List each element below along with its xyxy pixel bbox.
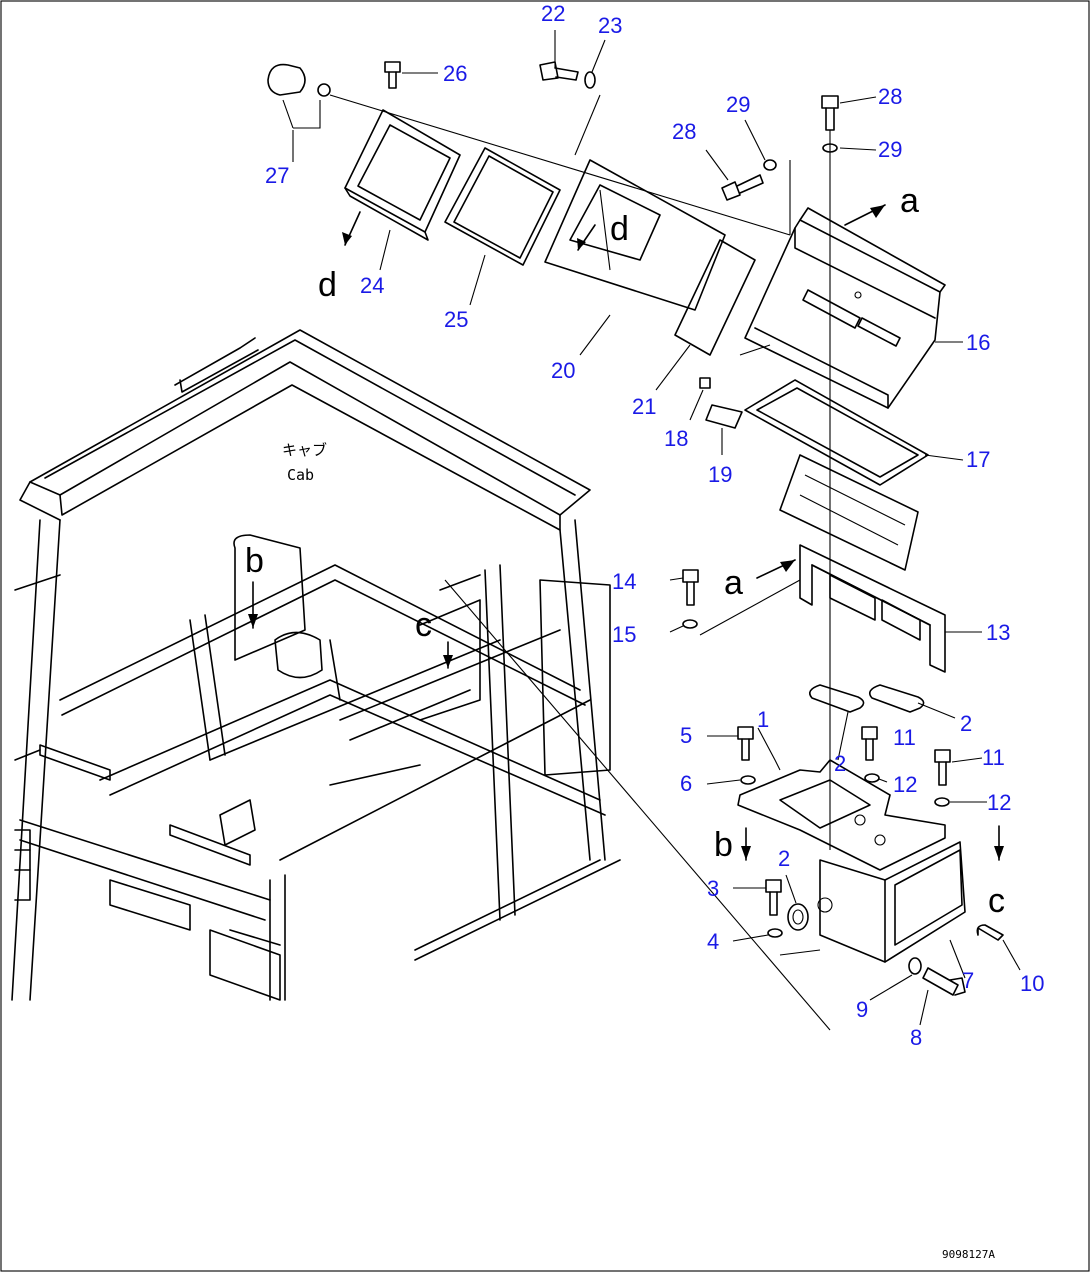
view-letter-a-top: a bbox=[900, 182, 919, 220]
part-18-nut bbox=[699, 377, 711, 389]
callout-18: 18 bbox=[664, 426, 688, 451]
part-25-gasket bbox=[444, 147, 561, 266]
callout-2-top-right: 2 bbox=[960, 711, 972, 736]
callout-12-right: 12 bbox=[987, 790, 1011, 815]
callout-13: 13 bbox=[986, 620, 1010, 645]
part-12-washers bbox=[864, 773, 950, 807]
view-letter-c-box: c bbox=[988, 882, 1005, 920]
part-28-bolt-left bbox=[721, 174, 764, 201]
callout-3: 3 bbox=[707, 876, 719, 901]
callout-25: 25 bbox=[444, 307, 468, 332]
drawing-code: 9098127A bbox=[942, 1248, 995, 1261]
part-9-washer bbox=[908, 957, 922, 975]
part-22-bolt bbox=[539, 61, 579, 81]
part-14-bolt bbox=[682, 569, 699, 606]
part-17-gasket bbox=[744, 379, 929, 486]
callout-9: 9 bbox=[856, 997, 868, 1022]
callout-2-lower: 2 bbox=[778, 846, 790, 871]
part-29-washer-right bbox=[822, 143, 838, 153]
view-letter-d-cover: d bbox=[610, 210, 629, 248]
part-1-plate bbox=[737, 759, 946, 871]
callout-29-right: 29 bbox=[878, 137, 902, 162]
callout-20: 20 bbox=[551, 358, 575, 383]
callout-10: 10 bbox=[1020, 971, 1044, 996]
part-6-washer bbox=[740, 775, 756, 785]
grille-part bbox=[779, 454, 919, 571]
part-15-washer bbox=[682, 619, 698, 629]
callout-27: 27 bbox=[265, 163, 289, 188]
part-10-clip bbox=[976, 924, 1004, 941]
cab-frame bbox=[11, 329, 621, 1001]
callout-15: 15 bbox=[612, 622, 636, 647]
part-11-bolts bbox=[861, 726, 951, 786]
callout-leaders bbox=[292, 30, 1021, 1026]
view-letter-a-bracket: a bbox=[724, 564, 743, 602]
part-27-knob bbox=[267, 63, 331, 129]
callout-26: 26 bbox=[443, 61, 467, 86]
view-letter-b-cab: b bbox=[245, 542, 264, 580]
cab-label-en: Cab bbox=[287, 466, 314, 484]
view-letter-d-panel: d bbox=[318, 266, 337, 304]
callout-28-left: 28 bbox=[672, 119, 696, 144]
callout-16: 16 bbox=[966, 330, 990, 355]
callout-11-right: 11 bbox=[982, 745, 1005, 770]
callout-24: 24 bbox=[360, 273, 384, 298]
callout-5: 5 bbox=[680, 723, 692, 748]
part-28-bolt-right bbox=[821, 95, 839, 131]
assembly-leader-lines bbox=[329, 94, 831, 1031]
callout-28-right: 28 bbox=[878, 84, 902, 109]
part-29-washer-left bbox=[763, 159, 777, 171]
view-letter-c-cab: c bbox=[415, 606, 432, 644]
callout-1: 1 bbox=[757, 707, 769, 732]
callout-8: 8 bbox=[910, 1025, 922, 1050]
callout-11-left: 11 bbox=[893, 725, 916, 750]
callout-19: 19 bbox=[708, 462, 732, 487]
part-3-bolt bbox=[765, 879, 782, 916]
callout-14: 14 bbox=[612, 569, 636, 594]
part-7-box bbox=[817, 841, 966, 963]
callout-4: 4 bbox=[707, 929, 719, 954]
callout-7: 7 bbox=[962, 968, 974, 993]
callout-6: 6 bbox=[680, 771, 692, 796]
part-4-washer bbox=[767, 928, 783, 938]
callout-12-left: 12 bbox=[893, 772, 917, 797]
callout-2-center: 2 bbox=[834, 751, 846, 776]
callout-21: 21 bbox=[632, 394, 656, 419]
part-23-washer bbox=[584, 71, 596, 89]
part-13-bracket bbox=[799, 544, 946, 673]
cab-label-jp: キャブ bbox=[282, 441, 327, 459]
callout-23: 23 bbox=[598, 13, 622, 38]
part-20-cover bbox=[544, 159, 726, 311]
callout-22: 22 bbox=[541, 1, 565, 26]
part-2-gaskets bbox=[787, 684, 925, 931]
part-16-housing bbox=[744, 207, 946, 409]
callout-17: 17 bbox=[966, 447, 990, 472]
part-21-gasket bbox=[674, 239, 756, 356]
part-19-plate bbox=[705, 404, 743, 429]
view-letter-b-plate: b bbox=[714, 826, 733, 864]
part-24-panel bbox=[344, 109, 461, 241]
view-arrows bbox=[248, 204, 1004, 861]
callout-29-left: 29 bbox=[726, 92, 750, 117]
part-26-bolt bbox=[384, 61, 401, 89]
part-5-bolt bbox=[737, 726, 754, 761]
part-8-bolt bbox=[922, 967, 966, 996]
